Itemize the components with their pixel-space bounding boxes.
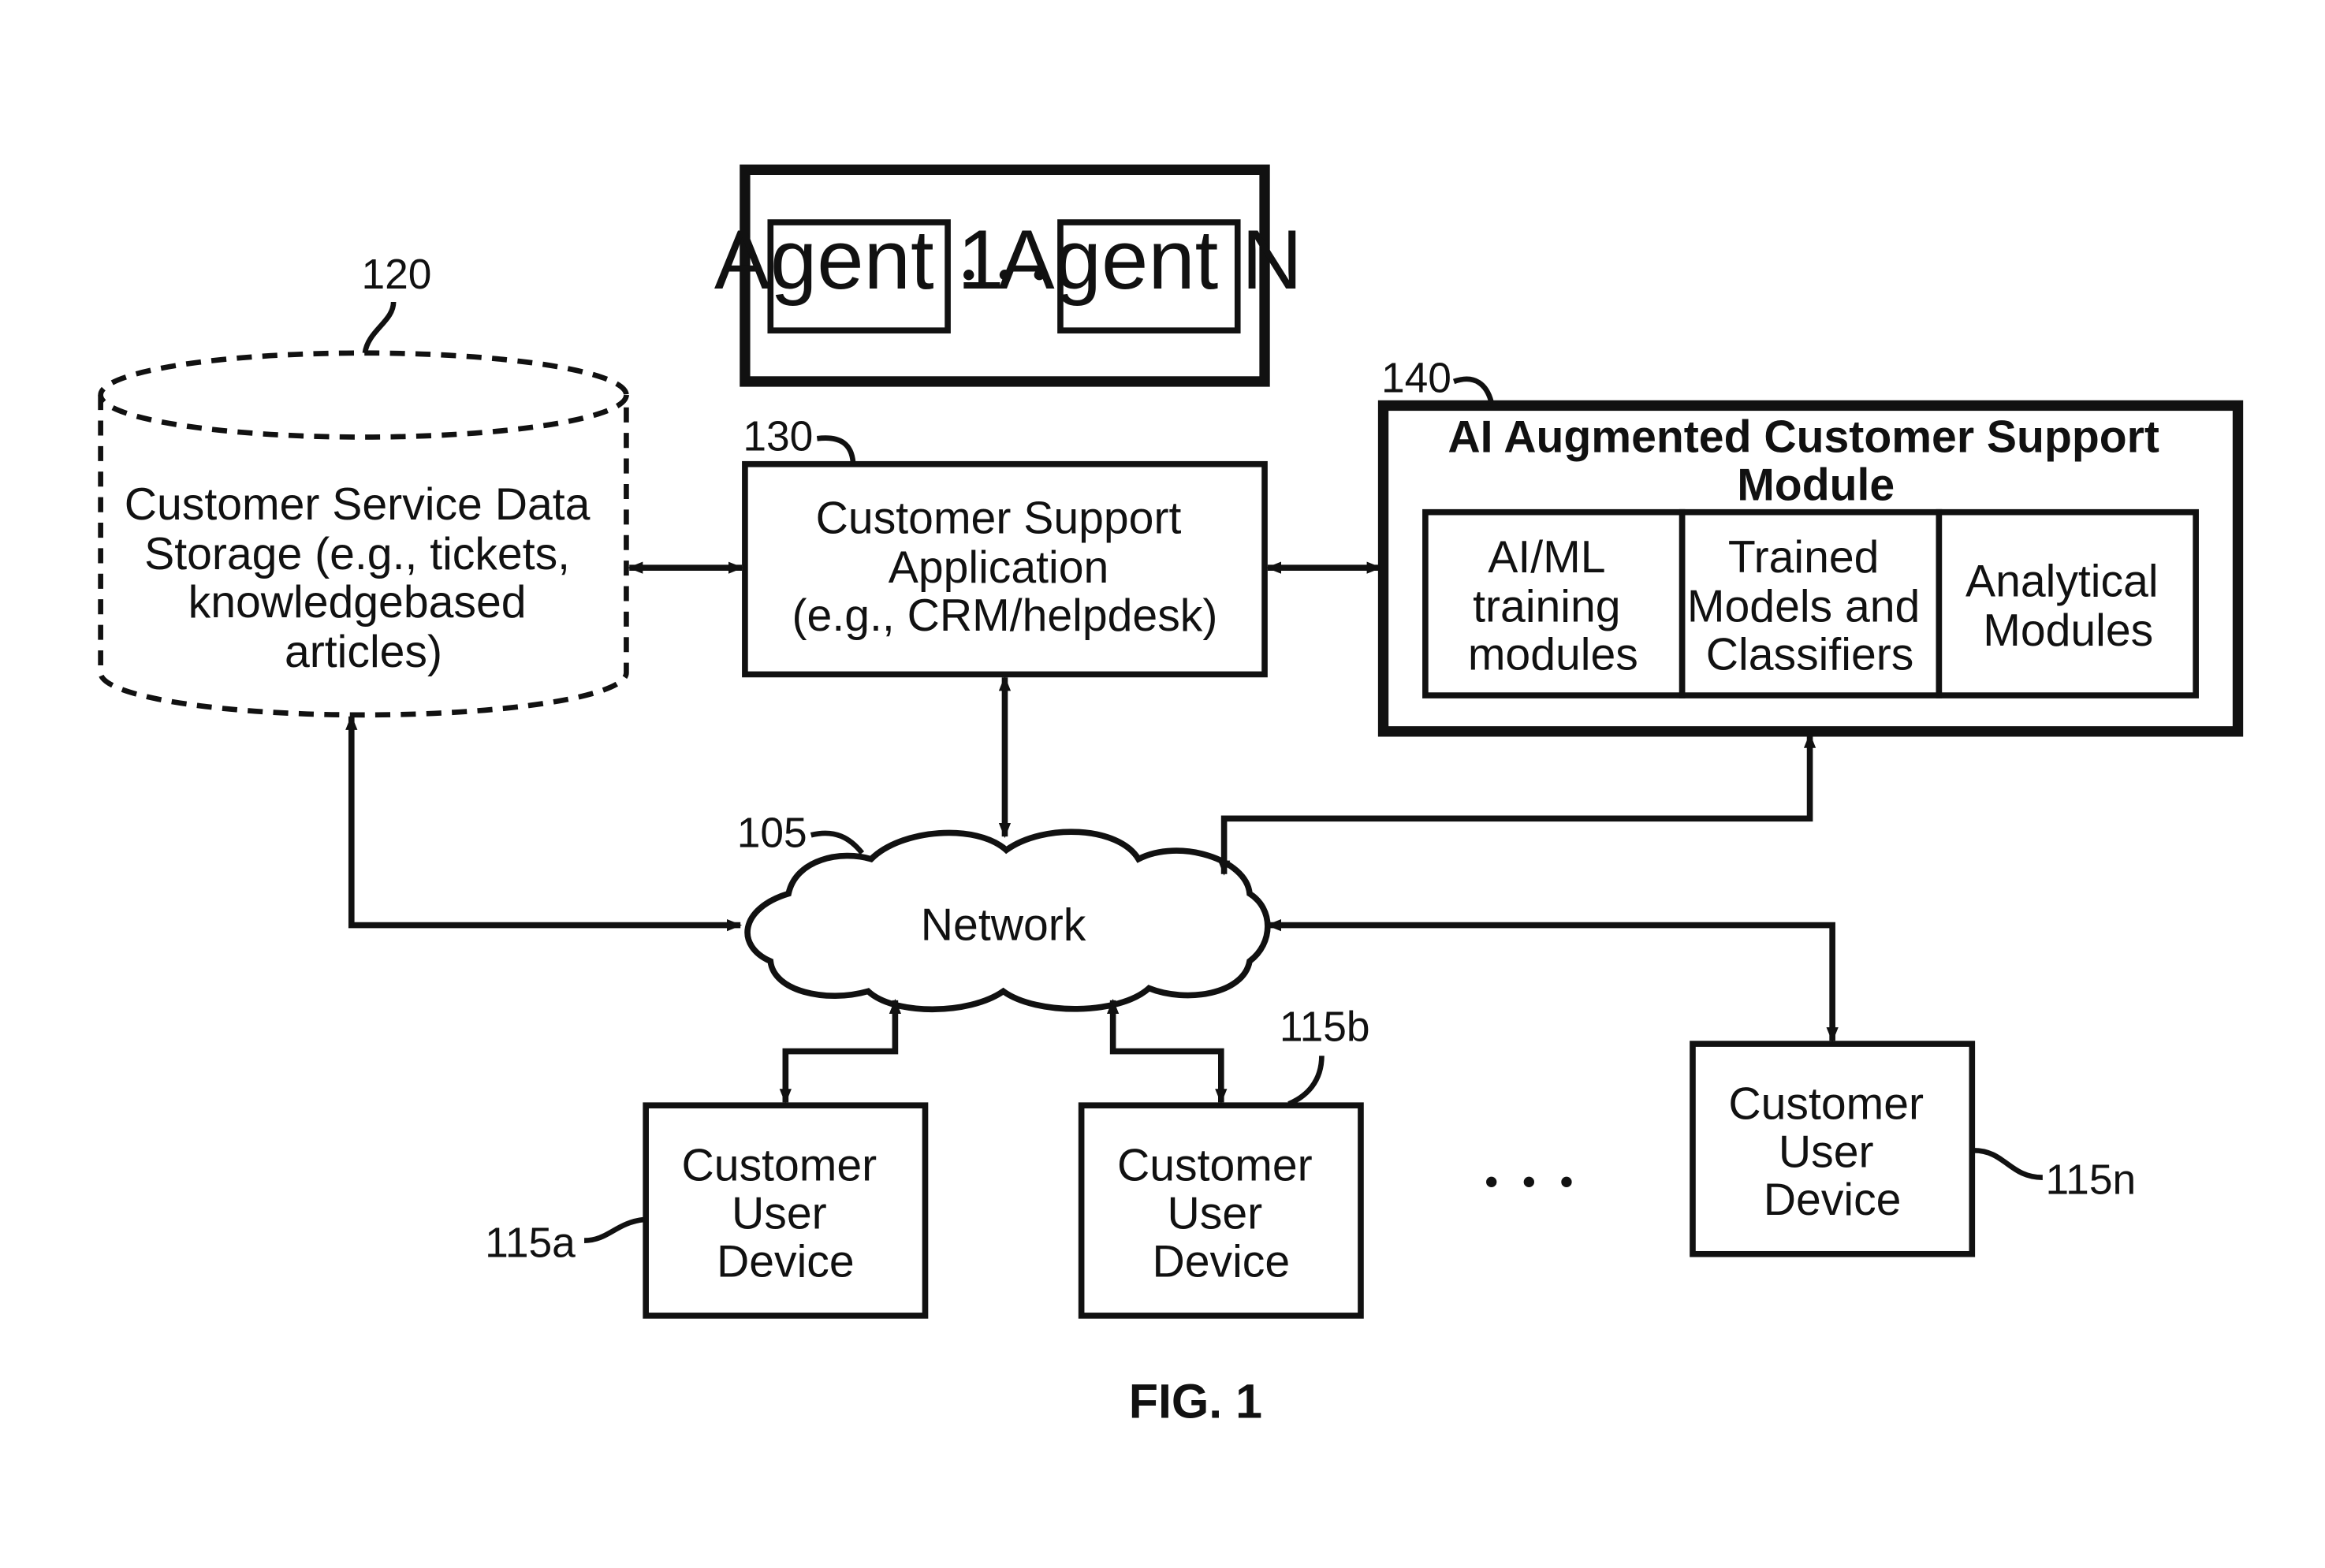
support-app-ref-number: 130: [743, 414, 813, 460]
device-box: [643, 1102, 929, 1319]
ai-module-ref-leader: [1452, 376, 1494, 404]
ellipsis-dots-devices: [1486, 1176, 1572, 1188]
agent-last-box: [1057, 219, 1241, 333]
connector-network-device-b: [1107, 998, 1228, 1104]
ai-submodule-models-text: Trained Models and Classifiers: [1687, 532, 1932, 680]
network-cloud-shape: [744, 829, 1271, 1013]
ai-submodule-analytics-text: Analytical Modules: [1965, 556, 2170, 656]
device-text: Customer User Device: [1728, 1078, 1936, 1225]
ai-module-title: AI Augmented Customer Support Module: [1448, 412, 2172, 510]
agent-last-label: Agent N: [999, 212, 1302, 307]
storage-text: Customer Service Data Storage (e.g., tic…: [125, 479, 603, 677]
device-ref-number: 115n: [2045, 1157, 2136, 1204]
device-text: Customer User Device: [1117, 1140, 1325, 1287]
device-box: [1690, 1041, 1976, 1257]
device-115a: Customer User Device 115a: [485, 1102, 929, 1319]
network-ref-number: 105: [737, 810, 807, 857]
support-app-text: Customer Support Application (e.g., CRM/…: [792, 493, 1218, 641]
ai-submodule-analytics-box: [1936, 508, 2199, 698]
agent-first-box: [767, 219, 951, 333]
ai-module: AI Augmented Customer Support Module AI/…: [1377, 355, 2244, 737]
agent-first-label: Agent 1: [714, 212, 1004, 307]
device-ref-leader: [1287, 1056, 1325, 1107]
storage-cylinder-top: [98, 350, 629, 440]
device-text: Customer User Device: [682, 1140, 890, 1287]
network-ref-leader: [810, 830, 865, 855]
connector-ai-network: [1217, 732, 1816, 876]
connector-network-device-a: [779, 998, 902, 1104]
device-ref-number: 115a: [485, 1220, 576, 1267]
connector-storage-network: [345, 714, 743, 932]
ai-submodule-training-text: AI/ML training modules: [1468, 532, 1638, 680]
device-box: [1078, 1102, 1364, 1319]
device-ref-number: 115b: [1280, 1004, 1370, 1050]
ellipsis-dots-agents: [963, 270, 1045, 281]
figure-label: FIG. 1: [1129, 1374, 1262, 1428]
storage-cylinder-body: [98, 395, 629, 718]
device-115n: Customer User Device 115n: [1690, 1041, 2136, 1257]
device-ref-leader: [1973, 1147, 2043, 1180]
network-label: Network: [921, 900, 1086, 951]
support-app-box: [742, 460, 1268, 678]
agents-group: Agent 1 Agent N: [714, 164, 1302, 387]
support-app-ref-leader: [816, 435, 856, 464]
network-cloud: Network 105: [737, 810, 1271, 1013]
device-ref-leader: [583, 1216, 645, 1243]
storage-ref-number: 120: [361, 251, 431, 298]
support-application: Customer Support Application (e.g., CRM/…: [742, 414, 1268, 678]
connectors: [345, 561, 1839, 1104]
storage-ref-leader: [362, 301, 397, 354]
ai-module-ref-number: 140: [1381, 355, 1451, 401]
data-storage: Customer Service Data Storage (e.g., tic…: [98, 251, 629, 718]
ai-submodule-models-box: [1679, 508, 1943, 698]
connector-network-device-n: [1265, 918, 1839, 1043]
